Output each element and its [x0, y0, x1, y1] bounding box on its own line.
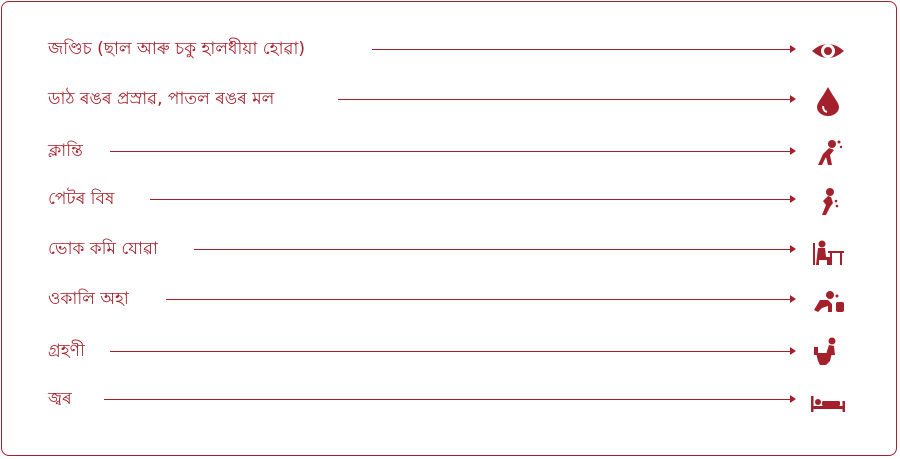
toilet-icon: [808, 337, 848, 367]
symptom-row-appetite: ভোক কমি যোৱা: [0, 234, 896, 267]
symptom-row-nausea: ওকালি অহা: [0, 284, 896, 314]
leader-line: [372, 49, 790, 50]
fatigue-icon: [808, 138, 848, 168]
symptom-row-fatigue: ক্লান্তি: [0, 136, 896, 166]
arrow-head: [790, 395, 796, 403]
symptom-label: ক্লান্তি: [48, 141, 83, 161]
symptom-label: গ্ৰহণী: [48, 341, 85, 361]
arrow-head: [790, 45, 796, 53]
drop-icon: [808, 86, 848, 116]
bed-icon: [808, 388, 848, 418]
vomiting-icon: [808, 286, 848, 316]
symptom-label: ডাঠ ৰঙৰ প্ৰস্ৰাৱ, পাতল ৰঙৰ মল: [48, 89, 275, 109]
leader-line: [150, 199, 790, 200]
eye-icon: [808, 36, 848, 66]
symptom-row-fever: জ্বৰ: [0, 384, 896, 414]
leader-line: [110, 351, 790, 352]
symptom-label: জণ্ডিচ (ছাল আৰু চকু হালধীয়া হোৱা): [48, 39, 306, 59]
symptom-label: জ্বৰ: [48, 389, 72, 409]
leader-line: [104, 399, 790, 400]
arrow-head: [790, 195, 796, 203]
arrow-head: [790, 147, 796, 155]
arrow-head: [790, 347, 796, 355]
leader-line: [110, 151, 790, 152]
stomach-pain-icon: [808, 187, 848, 217]
symptom-row-jaundice: জণ্ডিচ (ছাল আৰু চকু হালধীয়া হোৱা): [0, 34, 896, 64]
symptom-label: ওকালি অহা: [48, 289, 129, 309]
arrow-head: [790, 95, 796, 103]
leader-line: [338, 99, 790, 100]
symptom-label: পেটৰ বিষ: [48, 189, 115, 209]
arrow-head: [790, 245, 796, 253]
appetite-loss-icon: [808, 237, 848, 267]
symptom-row-urine: ডাঠ ৰঙৰ প্ৰস্ৰাৱ, পাতল ৰঙৰ মল: [0, 84, 896, 116]
arrow-head: [790, 295, 796, 303]
symptom-label: ভোক কমি যোৱা: [48, 239, 158, 259]
leader-line: [166, 299, 790, 300]
symptom-row-stomach-pain: পেটৰ বিষ: [0, 184, 896, 217]
symptom-row-diarrhea: গ্ৰহণী: [0, 336, 896, 366]
leader-line: [194, 249, 790, 250]
